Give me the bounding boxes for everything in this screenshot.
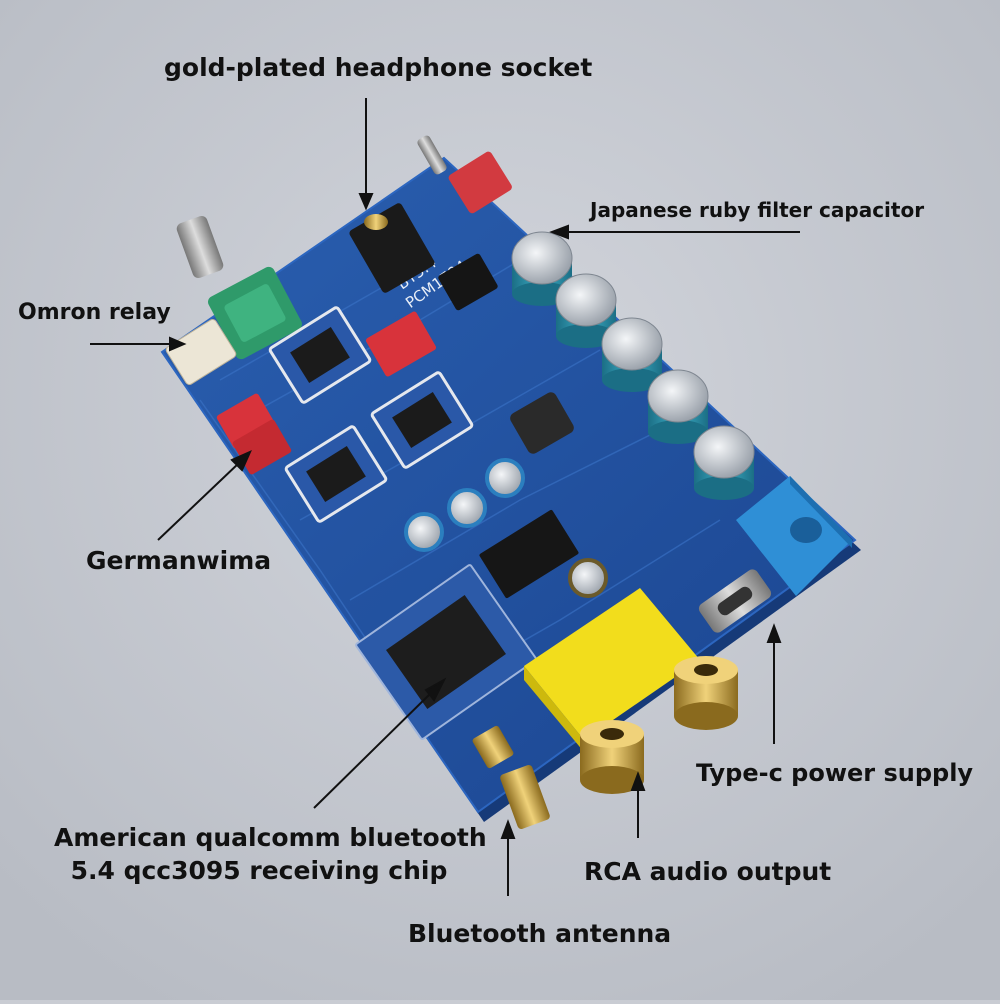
bluetooth-module xyxy=(355,564,537,740)
omron-relay xyxy=(165,318,237,386)
label-qualcomm-line2: 5.4 qcc3095 receiving chip xyxy=(70,855,448,885)
dc-jack xyxy=(736,476,852,596)
arrow-wima-icon xyxy=(230,450,252,472)
arrow-relay-icon xyxy=(169,336,187,352)
label-wima: Germanwima xyxy=(86,546,272,575)
toggle-switch xyxy=(417,135,512,214)
ruby-capacitors xyxy=(511,231,755,500)
arrow-typec-icon xyxy=(766,623,782,643)
opamp-socket-3 xyxy=(284,425,388,523)
potentiometer xyxy=(176,215,302,360)
usb-c-port xyxy=(698,569,772,633)
rca-output xyxy=(524,588,738,794)
arrow-qualcomm-icon xyxy=(424,677,447,702)
label-headphone-socket: gold-plated headphone socket xyxy=(164,53,593,82)
arrow-rca-icon xyxy=(630,771,646,791)
label-qualcomm-line1: American qualcomm bluetooth xyxy=(54,823,487,852)
label-omron-relay: Omron relay xyxy=(18,300,171,325)
label-ruby-capacitor: Japanese ruby filter capacitor xyxy=(590,198,925,222)
wima-capacitors xyxy=(216,311,437,475)
opamp-socket-1 xyxy=(268,306,372,404)
arrow-ruby-icon xyxy=(549,224,569,240)
label-antenna: Bluetooth antenna xyxy=(408,919,672,948)
voltage-regulator xyxy=(438,253,498,311)
arrow-headphone-icon xyxy=(358,193,374,211)
inductor xyxy=(510,392,574,454)
opamp-socket-2 xyxy=(370,371,474,469)
label-qualcomm: American qualcomm bluetooth 5.4 qcc3095 … xyxy=(54,822,487,887)
headphone-socket xyxy=(349,203,435,293)
antenna-connector xyxy=(472,725,550,829)
leader-lines xyxy=(90,98,800,896)
label-rca: RCA audio output xyxy=(584,857,832,886)
small-capacitors xyxy=(404,458,608,598)
leader-wima xyxy=(157,461,241,541)
label-type-c: Type-c power supply xyxy=(696,759,974,787)
dac-chip xyxy=(479,509,579,599)
arrow-antenna-icon xyxy=(500,819,516,839)
leader-qualcomm xyxy=(313,691,433,809)
